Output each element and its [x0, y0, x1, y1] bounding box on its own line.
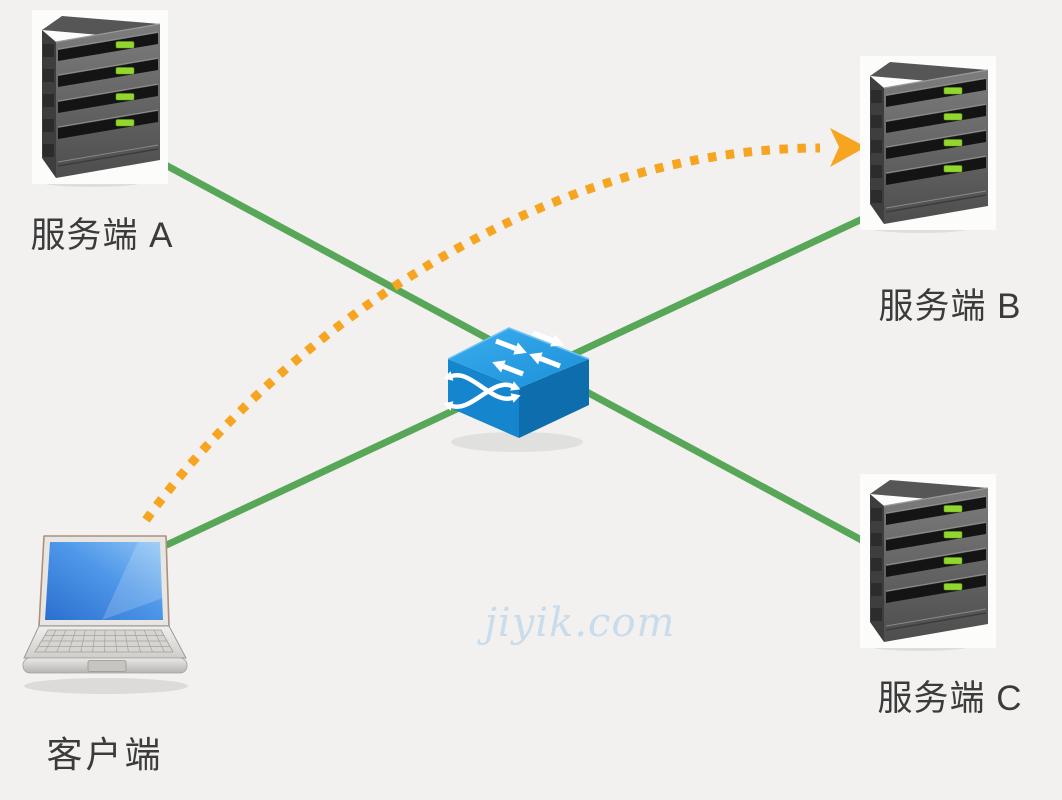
client-node	[18, 528, 190, 698]
dotted-arrowhead-icon	[830, 128, 866, 167]
server-c-node	[858, 472, 998, 652]
server-tower-icon	[858, 54, 998, 234]
server-a-node	[30, 8, 170, 188]
network-switch-icon	[441, 326, 590, 452]
server-a-label: 服务端 A	[30, 216, 174, 255]
watermark-text: jiyik.com	[484, 600, 676, 646]
server-tower-icon	[858, 472, 998, 652]
server-c-label: 服务端 C	[877, 679, 1023, 718]
client-label: 客户端	[46, 734, 164, 775]
client-to-server-b-dotted-path	[142, 143, 821, 523]
server-b-label: 服务端 B	[878, 287, 1022, 326]
switch-crossed-arrows-icon	[441, 371, 523, 411]
laptop-icon	[18, 528, 190, 698]
server-b-node	[858, 54, 998, 234]
server-tower-icon	[30, 8, 170, 188]
